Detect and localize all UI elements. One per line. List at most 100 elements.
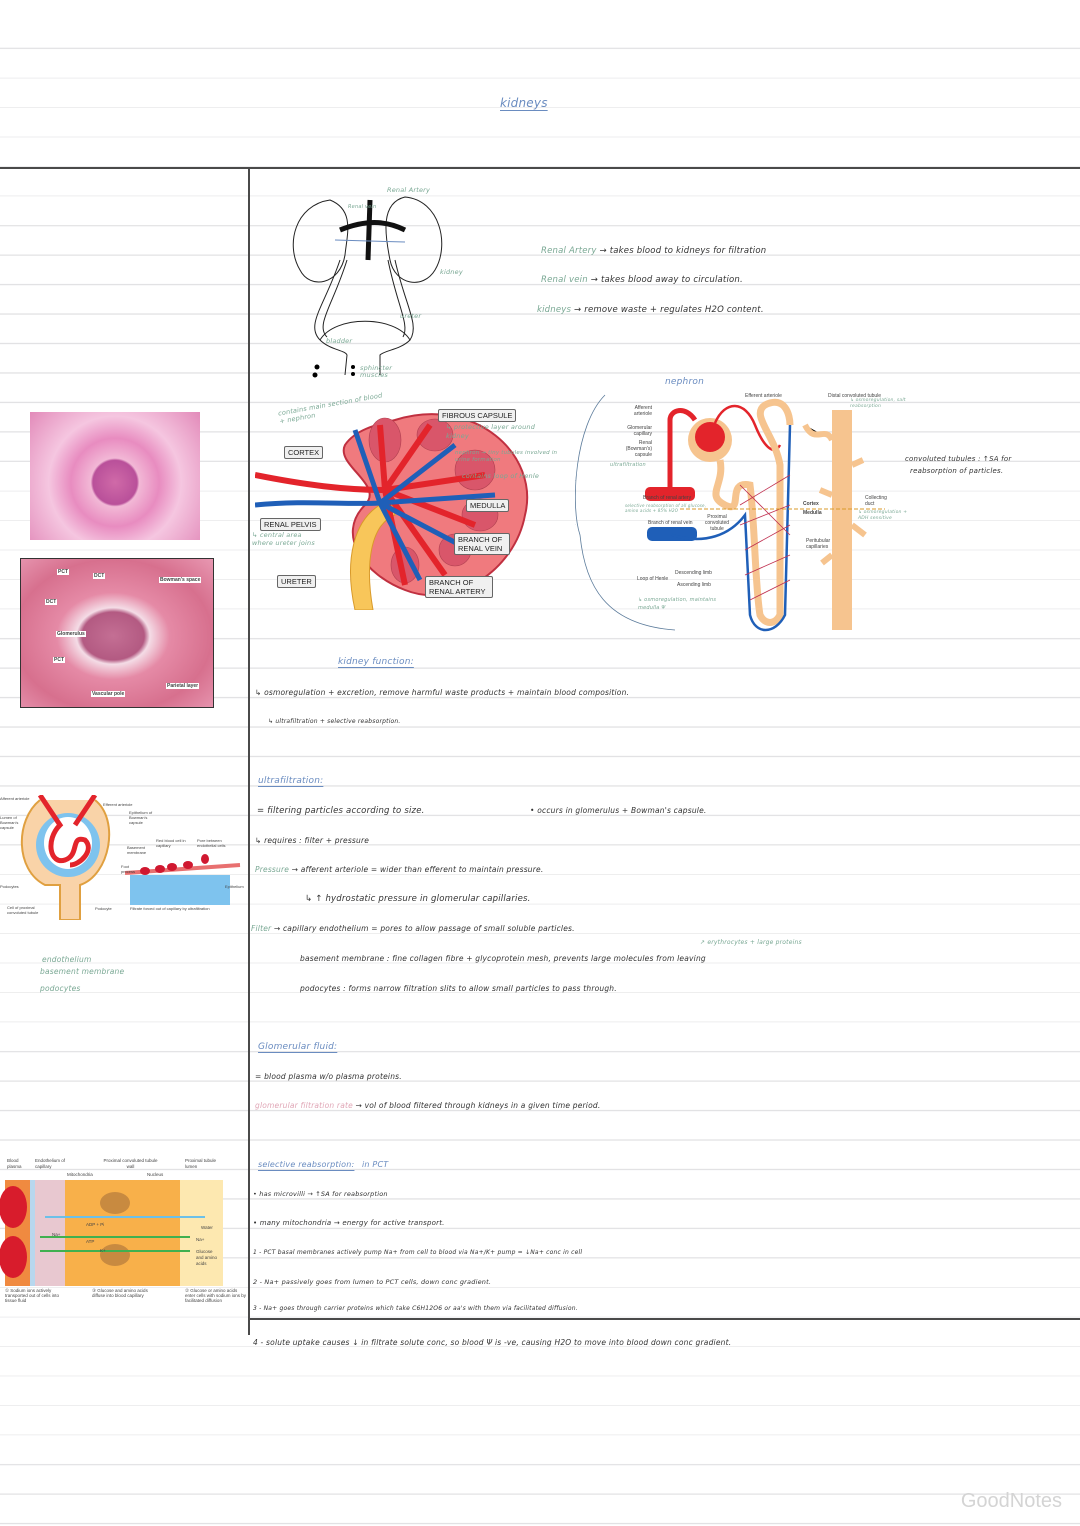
box-fibrous-capsule: FIBROUS CAPSULE bbox=[438, 409, 517, 422]
label-red-blood-cell: Red blood cell in capillary bbox=[156, 838, 186, 848]
label-na-2: Na+ bbox=[196, 1237, 205, 1242]
label-branch-renal-vein: Branch of renal vein bbox=[648, 520, 693, 526]
note-collecting-duct: ↳ osmoregulation + ADH sensitive bbox=[858, 510, 908, 521]
label-k: K+ bbox=[100, 1248, 106, 1253]
note-nephron: nephron → tiny tubules involved in urine… bbox=[455, 450, 558, 463]
uf-line-5: Filter → capillary endothelium = pores t… bbox=[251, 924, 575, 933]
label-atp: ATP bbox=[86, 1239, 95, 1244]
selective-reabsorption-heading: selective reabsorption: bbox=[258, 1160, 355, 1169]
label-renal-vein: Renal vein bbox=[348, 204, 377, 210]
goodnotes-watermark: GoodNotes bbox=[960, 1490, 1062, 1512]
note-convoluted-tubules-1: convoluted tubules : ↑SA for bbox=[905, 455, 1012, 463]
uf-line-1: = filtering particles according to size. bbox=[257, 806, 425, 816]
label-step-3: ③ Glucose and amino acids diffuse into b… bbox=[92, 1288, 148, 1298]
label-glucose: Glucose and amino acids bbox=[196, 1249, 218, 1266]
kidney-function-line-1: ↳ osmoregulation + excretion, remove har… bbox=[255, 688, 630, 697]
label-parietal-layer: Parietal layer bbox=[166, 683, 200, 689]
ultrafiltration-heading: ultrafiltration: bbox=[258, 776, 324, 786]
label-renal-capsule: Renal (Bowman's) capsule bbox=[625, 440, 652, 458]
divider-bottom bbox=[250, 1318, 1080, 1320]
gf-line-1: = blood plasma w/o plasma proteins. bbox=[255, 1072, 402, 1081]
filter-layer-3: podocytes bbox=[40, 984, 81, 993]
label-pct-2: PCT bbox=[53, 657, 65, 663]
uf-line-1b: • occurs in glomerulus + Bowman's capsul… bbox=[530, 806, 707, 815]
note-capsule: ↳ protective layer around kidney bbox=[446, 423, 536, 440]
label-bladder: bladder bbox=[326, 337, 353, 345]
label-pore: Pore between endothelial cells bbox=[197, 838, 226, 848]
label-podocytes: Podocytes bbox=[0, 884, 19, 889]
note-convoluted-tubules-2: reabsorption of particles. bbox=[910, 467, 1004, 475]
filter-layer-1: endothelium bbox=[42, 955, 92, 964]
box-ureter: URETER bbox=[277, 575, 316, 588]
label-vascular-pole: Vascular pole bbox=[91, 691, 126, 697]
selective-reabsorption-location: in PCT bbox=[362, 1160, 389, 1169]
uf-line-3: Pressure → afferent arteriole = wider th… bbox=[255, 865, 544, 874]
note-selective-reabsorption: selective reabsorption of all glucose, a… bbox=[625, 503, 707, 513]
label-nucleus: Nucleus bbox=[147, 1172, 164, 1177]
label-endothelium: Endothelium of capillary bbox=[35, 1158, 66, 1169]
label-renal-artery: Renal Artery bbox=[387, 186, 431, 194]
label-step-2: ② Glucose or amino acids enter cells wit… bbox=[185, 1288, 247, 1303]
label-podocyte: Podocyte bbox=[95, 906, 112, 911]
pct-cell-diagram bbox=[0, 1180, 223, 1286]
label-kidney: kidney bbox=[440, 268, 463, 276]
box-medulla: MEDULLA bbox=[466, 499, 510, 512]
uf-line-6-note: ↗ erythrocytes + large proteins bbox=[700, 939, 802, 946]
glomerular-fluid-heading: Glomerular fluid: bbox=[258, 1042, 338, 1052]
note-kidneys: kidneys → remove waste + regulates H2O c… bbox=[537, 305, 764, 315]
label-pct-wall: Proximal convoluted tubule wall bbox=[103, 1158, 158, 1169]
kidney-micrograph-image bbox=[30, 412, 200, 540]
nephron-diagram bbox=[575, 394, 885, 632]
sr-line-4: 2 - Na+ passively goes from lumen to PCT… bbox=[253, 1278, 492, 1286]
label-blood-plasma: Blood plasma bbox=[7, 1158, 22, 1169]
filter-layer-2: basement membrane bbox=[40, 967, 125, 976]
label-glomerular-capillary: Glomerular capillary bbox=[627, 425, 652, 437]
kidney-function-heading: kidney function: bbox=[338, 657, 414, 667]
label-epithelium-capsule: Epithelium of Bowman's capsule bbox=[129, 810, 153, 825]
label-medulla: Medulla bbox=[803, 510, 822, 516]
uf-line-6: basement membrane : fine collagen fibre … bbox=[300, 954, 706, 963]
label-loop-of-henle: Loop of Henle bbox=[637, 576, 669, 582]
sr-line-6: 4 - solute uptake causes ↓ in filtrate s… bbox=[253, 1338, 732, 1347]
sr-line-2: • many mitochondria → energy for active … bbox=[253, 1219, 445, 1227]
glomerulus-micrograph-image: PCT DCT DCT Bowman's space Glomerulus PC… bbox=[20, 558, 214, 708]
label-tubule-lumen: Proximal tubule lumen bbox=[185, 1158, 217, 1169]
label-foot-process: Foot process bbox=[121, 864, 136, 874]
note-dct: ↳ osmoregulation, salt reabsorption bbox=[850, 398, 906, 409]
box-renal-pelvis: RENAL PELVIS bbox=[260, 518, 321, 531]
label-efferent-arteriole: Efferent arteriole bbox=[745, 393, 782, 399]
label-filtrate: Filtrate forced out of capillary by ultr… bbox=[130, 906, 210, 911]
note-medulla: contains loop of Henle bbox=[462, 472, 540, 480]
label-mitochondria: Mitochondria bbox=[67, 1172, 93, 1177]
label-ascending-limb: Ascending limb bbox=[677, 582, 711, 588]
label-collecting-duct: Collecting duct bbox=[865, 495, 887, 507]
uf-line-2: ↳ requires : filter + pressure bbox=[255, 836, 370, 845]
note-loop: ↳ osmoregulation, maintains medulla Ψ bbox=[638, 597, 717, 611]
label-step-1: ① Sodium ions actively transported out o… bbox=[5, 1288, 60, 1303]
label-pct: Proximal convoluted tubule bbox=[704, 514, 730, 532]
label-cortex: Cortex bbox=[803, 501, 819, 507]
note-renal-artery: Renal Artery → takes blood to kidneys fo… bbox=[541, 246, 767, 256]
page-title: kidneys bbox=[500, 96, 548, 110]
nephron-heading: nephron bbox=[665, 377, 704, 387]
label-dct-2: DCT bbox=[45, 599, 58, 605]
label-lumen: Lumen of Bowman's capsule bbox=[0, 815, 19, 830]
label-dct: DCT bbox=[93, 573, 106, 579]
column-divider bbox=[248, 167, 250, 1335]
sr-line-3: 1 - PCT basal membranes actively pump Na… bbox=[253, 1249, 583, 1256]
label-bowmans-space: Bowman's space bbox=[159, 577, 202, 583]
note-pelvis: ↳ central area where ureter joins bbox=[252, 531, 315, 547]
label-adp: ADP + Pi bbox=[86, 1222, 105, 1227]
label-glomerulus: Glomerulus bbox=[56, 631, 86, 637]
divider-top bbox=[0, 167, 1080, 169]
uf-line-4: ↳ ↑ hydrostatic pressure in glomerular c… bbox=[305, 894, 531, 904]
label-ureter: ureter bbox=[400, 312, 422, 320]
label-descending-limb: Descending limb bbox=[675, 570, 712, 576]
kidney-function-line-2: ↳ ultrafiltration + selective reabsorpti… bbox=[268, 718, 401, 725]
box-branch-renal-artery: BRANCH OF RENAL ARTERY bbox=[425, 576, 493, 598]
label-peritubular-capillaries: Peritubular capillaries bbox=[806, 538, 831, 550]
note-renal-vein: Renal vein → takes blood away to circula… bbox=[541, 275, 743, 285]
label-epithelium: Epithelium bbox=[225, 884, 244, 889]
label-afferent: Afferent arteriole bbox=[0, 796, 30, 801]
